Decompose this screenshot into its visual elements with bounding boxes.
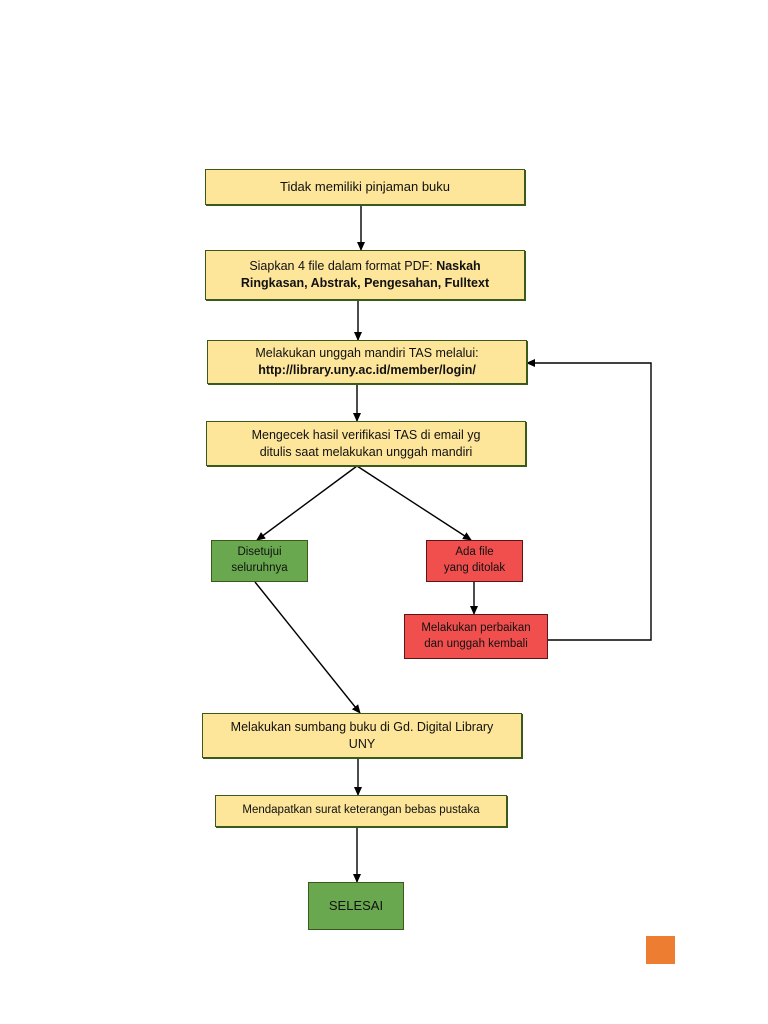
arrow-s4-rejected — [356, 465, 472, 541]
end-finish-text: SELESAI — [328, 898, 384, 914]
step-donate-book-line1: Melakukan sumbang buku di Gd. Digital Li… — [230, 719, 494, 734]
step-prepare-pdf-line1: Siapkan 4 file dalam format PDF: Naskah — [249, 258, 480, 275]
step-clearance-letter: Mendapatkan surat keterangan bebas pusta… — [215, 795, 507, 827]
step-fix-and-reupload: Melakukan perbaikan dan unggah kembali — [404, 614, 548, 659]
step-self-upload: Melakukan unggah mandiri TAS melalui: ht… — [207, 340, 527, 384]
arrow-s4-approved — [256, 465, 358, 541]
end-finish: SELESAI — [308, 882, 404, 930]
arrow-approved-s5 — [254, 581, 361, 714]
step-no-book-loans: Tidak memiliki pinjaman buku — [205, 169, 525, 205]
step-donate-book: Melakukan sumbang buku di Gd. Digital Li… — [202, 713, 522, 758]
step-clearance-letter-text: Mendapatkan surat keterangan bebas pusta… — [242, 804, 480, 817]
step-self-upload-url: http://library.uny.ac.id/member/login/ — [258, 363, 476, 377]
outcome-approved-line1: Disetujui — [237, 546, 282, 559]
step-no-book-loans-text: Tidak memiliki pinjaman buku — [279, 179, 451, 195]
outcome-rejected-line1: Ada file — [455, 546, 494, 559]
step-prepare-pdf-files: Siapkan 4 file dalam format PDF: Naskah … — [205, 250, 525, 300]
step-prepare-pdf-line2: Ringkasan, Abstrak, Pengesahan, Fulltext — [240, 276, 490, 290]
outcome-rejected: Ada file yang ditolak — [426, 540, 523, 582]
step-donate-book-line2: UNY — [348, 736, 376, 751]
outcome-rejected-line2: yang ditolak — [443, 562, 506, 574]
outcome-approved-line2: seluruhnya — [231, 562, 288, 574]
step-check-verification: Mengecek hasil verifikasi TAS di email y… — [206, 421, 526, 466]
accent-square — [646, 936, 675, 964]
step-fix-line1: Melakukan perbaikan — [421, 621, 531, 634]
arrow-fix-back-to-s3 — [526, 359, 652, 641]
step-prepare-pdf-prefix: Siapkan 4 file dalam format PDF: — [249, 259, 437, 274]
step-prepare-pdf-bold1: Naskah — [436, 259, 481, 274]
step-check-verification-line2: ditulis saat melakukan unggah mandiri — [259, 444, 473, 459]
outcome-approved: Disetujui seluruhnya — [211, 540, 308, 582]
step-check-verification-line1: Mengecek hasil verifikasi TAS di email y… — [251, 427, 481, 442]
step-self-upload-line1: Melakukan unggah mandiri TAS melalui: — [255, 346, 479, 361]
step-fix-line2: dan unggah kembali — [424, 637, 528, 650]
